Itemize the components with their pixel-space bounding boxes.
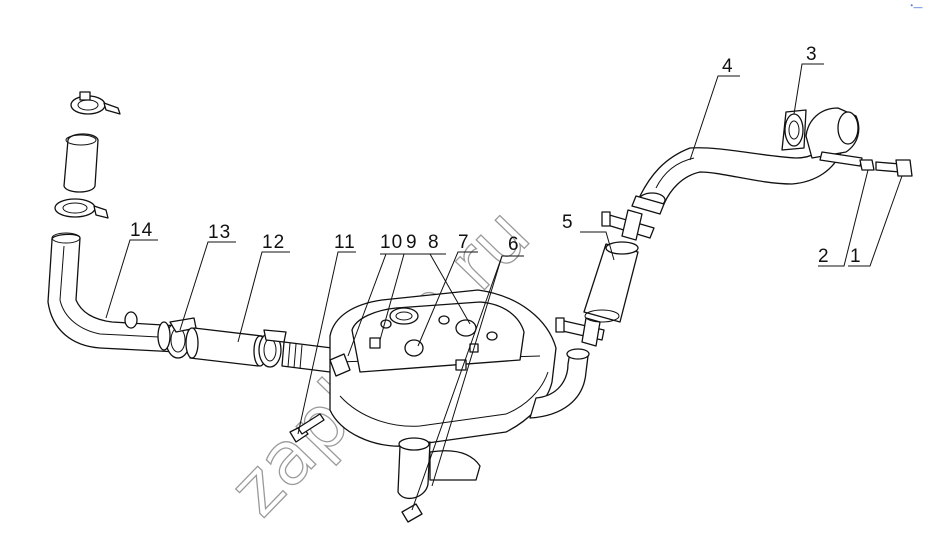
leader-lines <box>105 63 903 511</box>
part-1-bolt <box>875 159 913 177</box>
callout-12: 12 <box>262 232 285 253</box>
upper-clamp <box>70 91 121 115</box>
part-5-sleeve <box>583 241 639 323</box>
callout-3: 3 <box>806 44 818 65</box>
part-2-nut <box>859 159 875 171</box>
upper-bracket <box>601 209 655 241</box>
part-12-sleeve <box>185 327 267 367</box>
callout-11: 11 <box>334 232 356 253</box>
corner-mark: ᐩ— <box>910 2 923 12</box>
callout-1: 1 <box>850 246 862 267</box>
lower-clamp <box>54 198 109 219</box>
lower-bracket <box>555 317 605 347</box>
callout-4: 4 <box>722 56 734 77</box>
callout-13: 13 <box>208 222 231 243</box>
part-3-flange <box>781 107 863 167</box>
callout-labels: 14 13 12 11 10 9 8 7 6 5 4 3 2 1 <box>130 44 862 267</box>
callout-5: 5 <box>562 212 574 233</box>
callout-7: 7 <box>458 232 470 253</box>
part-11-bolt <box>289 413 325 443</box>
muffler-body <box>329 289 557 523</box>
callout-10: 10 <box>380 232 403 253</box>
callout-14: 14 <box>130 220 153 241</box>
part-13-clamp <box>157 317 197 359</box>
callout-9: 9 <box>406 232 418 253</box>
callout-2: 2 <box>818 246 830 267</box>
pipe-clamp-right <box>258 329 333 373</box>
part-14-tailpipe <box>47 91 181 353</box>
callout-8: 8 <box>428 232 440 253</box>
connector-pipe <box>529 348 590 419</box>
callout-6: 6 <box>508 234 520 255</box>
